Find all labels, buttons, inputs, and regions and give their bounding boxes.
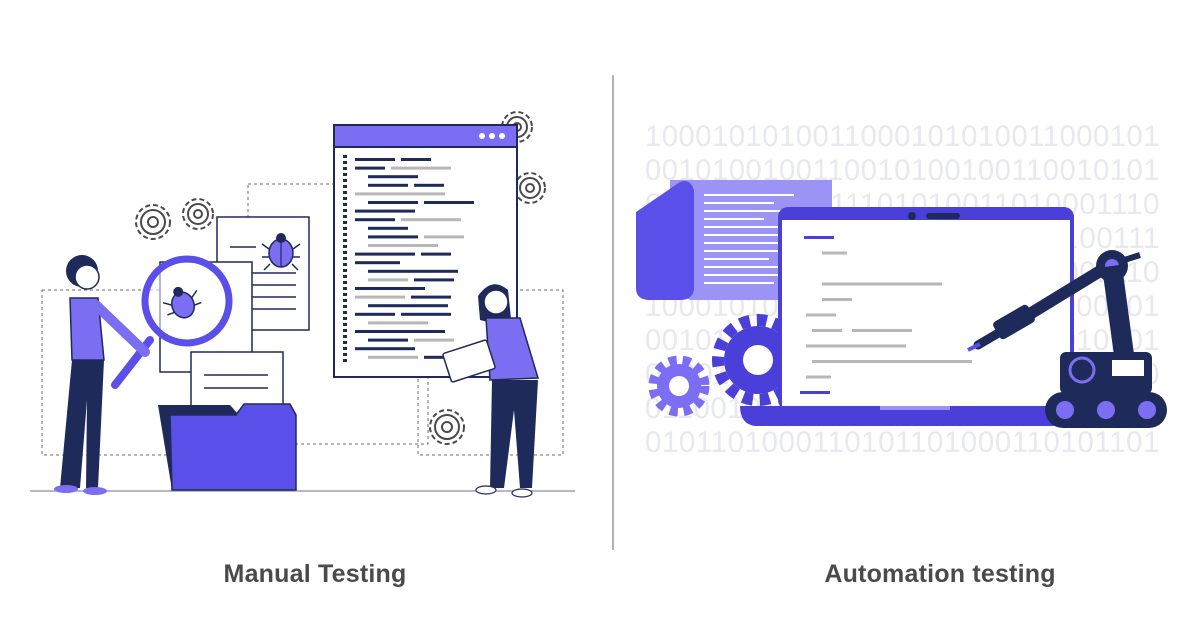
code-scroll bbox=[636, 180, 832, 300]
code-line bbox=[368, 201, 418, 204]
binary-row: 1000101010011000101010011000101 bbox=[645, 120, 1160, 153]
code-line bbox=[704, 218, 764, 220]
code-line bbox=[355, 252, 415, 256]
laptop-icon bbox=[740, 207, 1110, 426]
code-line bbox=[704, 210, 804, 212]
code-line bbox=[355, 218, 395, 222]
code-line bbox=[704, 202, 774, 204]
code-line bbox=[401, 158, 431, 161]
code-line bbox=[704, 242, 779, 244]
code-line bbox=[355, 166, 385, 170]
code-line bbox=[414, 278, 454, 282]
code-line bbox=[806, 313, 836, 317]
tester-woman-figure bbox=[442, 284, 539, 498]
code-line bbox=[704, 274, 784, 276]
code-line bbox=[822, 298, 852, 301]
gear-icon bbox=[429, 409, 465, 445]
manual-testing-caption: Manual Testing bbox=[223, 560, 407, 588]
code-line bbox=[424, 201, 474, 204]
window-titlebar bbox=[333, 124, 518, 148]
code-line bbox=[812, 329, 842, 332]
code-line bbox=[355, 261, 400, 265]
code-line bbox=[355, 209, 415, 213]
code-line bbox=[355, 158, 395, 161]
code-line bbox=[355, 295, 405, 299]
gear-icon bbox=[182, 198, 214, 230]
code-line bbox=[704, 234, 814, 236]
gear-icon bbox=[648, 355, 710, 417]
laptop-icon bbox=[442, 339, 496, 383]
webcam-bar bbox=[926, 213, 960, 219]
code-line bbox=[804, 236, 834, 239]
code-line bbox=[355, 347, 415, 351]
code-line bbox=[368, 269, 458, 273]
code-line bbox=[368, 175, 418, 179]
code-line bbox=[822, 282, 942, 286]
code-line bbox=[368, 278, 408, 282]
code-line bbox=[800, 391, 830, 394]
code-line bbox=[852, 329, 912, 332]
robot-arm bbox=[967, 250, 1167, 428]
code-line bbox=[368, 355, 418, 359]
window-dot bbox=[479, 133, 485, 139]
webcam-icon bbox=[908, 212, 916, 220]
code-line bbox=[812, 360, 972, 363]
screen-code-lines bbox=[800, 236, 972, 394]
bug-icon bbox=[162, 286, 202, 319]
code-line bbox=[424, 235, 464, 239]
code-line bbox=[368, 304, 448, 308]
code-line bbox=[401, 312, 451, 316]
binary-row: 0101101000110101101000110101101 bbox=[645, 426, 1160, 459]
code-line bbox=[414, 338, 454, 342]
code-line bbox=[806, 375, 831, 379]
gear-icon bbox=[514, 172, 546, 204]
manual-testing-illustration bbox=[30, 111, 575, 498]
bug-icon bbox=[261, 233, 301, 271]
window-dot bbox=[499, 133, 505, 139]
code-line bbox=[414, 183, 444, 187]
magnifier-icon bbox=[111, 255, 233, 389]
code-line bbox=[411, 295, 451, 299]
automation-testing-caption: Automation testing bbox=[824, 560, 1056, 588]
tester-man-figure bbox=[54, 255, 150, 495]
code-line bbox=[368, 244, 438, 247]
code-lines bbox=[355, 158, 474, 359]
code-line bbox=[355, 287, 425, 290]
code-line bbox=[368, 226, 408, 230]
code-line bbox=[368, 235, 418, 239]
code-line bbox=[391, 166, 451, 170]
code-line bbox=[368, 338, 408, 342]
code-line bbox=[806, 344, 906, 348]
code-line bbox=[355, 192, 445, 196]
code-line bbox=[368, 183, 408, 187]
code-line bbox=[704, 258, 769, 260]
gear-icon bbox=[135, 204, 171, 240]
code-line bbox=[421, 252, 451, 256]
code-line bbox=[401, 218, 461, 222]
code-line bbox=[355, 330, 445, 333]
window-dot bbox=[489, 133, 495, 139]
scroll-code-lines bbox=[704, 194, 814, 284]
code-line bbox=[704, 194, 794, 196]
folder-icon bbox=[158, 403, 297, 491]
code-line bbox=[704, 226, 789, 228]
code-line bbox=[424, 355, 454, 359]
code-line bbox=[355, 312, 395, 316]
code-line bbox=[368, 321, 428, 325]
code-line bbox=[822, 251, 847, 255]
code-line bbox=[704, 282, 774, 284]
code-line bbox=[704, 266, 804, 268]
code-line bbox=[704, 250, 799, 252]
automation-testing-illustration: 1000101010011000101010011000101001010010… bbox=[636, 120, 1167, 459]
